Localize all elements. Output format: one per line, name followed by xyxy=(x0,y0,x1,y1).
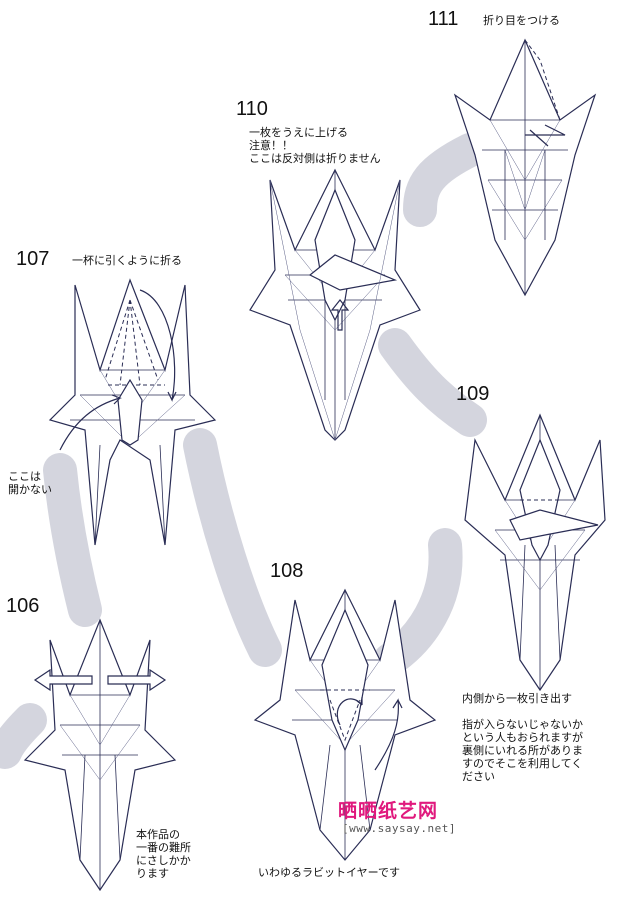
step-109-note: 内側から一枚引き出す xyxy=(462,692,572,705)
step-106-figure xyxy=(23,618,177,892)
step-109-note-2: 指が入らないじゃないか という人もおられますが 裏側にいれる所がありま すのでそ… xyxy=(462,718,583,783)
watermark-logo: 晒晒纸艺网 xyxy=(338,800,439,822)
step-107-note-2: ここは 開かない xyxy=(8,470,52,496)
step-111-note: 折り目をつける xyxy=(483,14,560,27)
step-number-111: 111 xyxy=(428,8,459,30)
step-number-107: 107 xyxy=(16,248,50,270)
step-106-note: 本作品の 一番の難所 にさしかか ります xyxy=(136,828,191,880)
step-number-110: 110 xyxy=(236,98,268,120)
step-107-figure xyxy=(48,278,217,546)
step-110-figure xyxy=(249,168,421,441)
flow-band xyxy=(0,133,487,769)
step-number-106: 106 xyxy=(6,595,40,617)
step-110-note: 一枚をうえに上げる 注意！！ ここは反対側は折りません xyxy=(249,126,381,165)
step-111-figure xyxy=(453,38,597,297)
step-number-108: 108 xyxy=(270,560,304,582)
step-108-figure xyxy=(253,588,437,861)
step-number-109: 109 xyxy=(456,383,490,405)
step-107-note: 一杯に引くように折る xyxy=(72,254,182,267)
step-108-note: いわゆるラビットイヤーです xyxy=(258,866,401,879)
watermark-url: [www.saysay.net] xyxy=(342,822,456,835)
step-109-figure xyxy=(464,413,606,692)
